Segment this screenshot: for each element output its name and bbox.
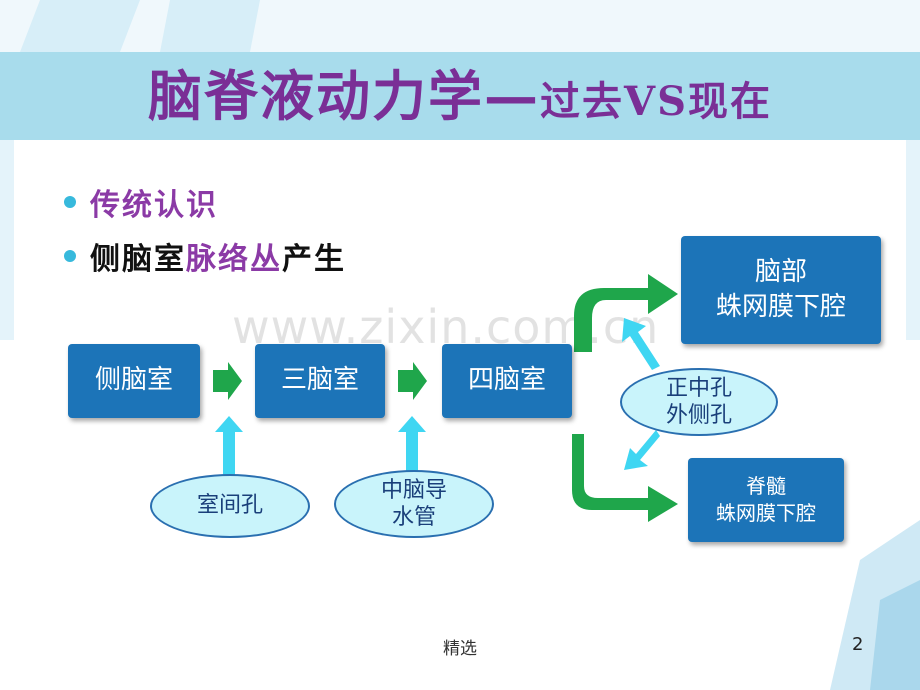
arrow-up-icon [215, 416, 243, 478]
bullet-1: 传统认识 [64, 180, 218, 224]
arrow-diagonal-down-icon [624, 430, 660, 470]
footer-label: 精选 [443, 639, 477, 659]
slide-title: 脑脊液动力学—过去VS现在 [148, 64, 772, 128]
bullet-1-text: 传统认识 [90, 188, 218, 223]
box-fourth-ventricle: 四脑室 [442, 344, 572, 418]
bullet-dot-icon [64, 196, 76, 208]
box-spinal-subarachnoid: 脊髓蛛网膜下腔 [688, 458, 844, 542]
arrow-right-icon [213, 362, 242, 400]
arrow-diagonal-up-icon [622, 318, 660, 370]
box-brain-subarachnoid: 脑部蛛网膜下腔 [681, 236, 881, 344]
ellipse-cerebral-aqueduct: 中脑导水管 [334, 470, 494, 538]
box-lateral-ventricle: 侧脑室 [68, 344, 200, 418]
title-band [0, 52, 920, 140]
ellipse3-line-1: 正中孔 [665, 375, 732, 401]
box-third-ventricle: 三脑室 [255, 344, 385, 418]
arrow-up-icon [398, 416, 426, 478]
curved-arrow-down-icon [572, 434, 678, 522]
ellipse-interventricular-foramen: 室间孔 [150, 474, 310, 538]
box-top-line-2: 蛛网膜下腔 [715, 292, 846, 322]
ellipse-median-lateral-apertures: 正中孔外侧孔 [620, 368, 778, 436]
arrow-right-icon [398, 362, 427, 400]
bullet-2-text-a: 侧脑室 [90, 242, 186, 277]
ellipse2-line-1: 中脑导 [380, 477, 447, 503]
bullet-dot-icon [64, 250, 76, 262]
curved-arrow-up-icon [574, 274, 678, 352]
bullet-2-text-b: 脉络丛 [186, 242, 282, 277]
ellipse3-line-2: 外侧孔 [665, 403, 732, 428]
bullet-2: 侧脑室脉络丛产生 [64, 234, 346, 278]
box-bottom-line-2: 蛛网膜下腔 [716, 501, 816, 525]
box-top-line-1: 脑部 [754, 256, 807, 287]
ellipse2-line-2: 水管 [391, 505, 436, 530]
bullet-2-text-c: 产生 [282, 242, 346, 277]
page-number: 2 [852, 634, 864, 655]
box-bottom-line-1: 脊髓 [746, 474, 786, 498]
